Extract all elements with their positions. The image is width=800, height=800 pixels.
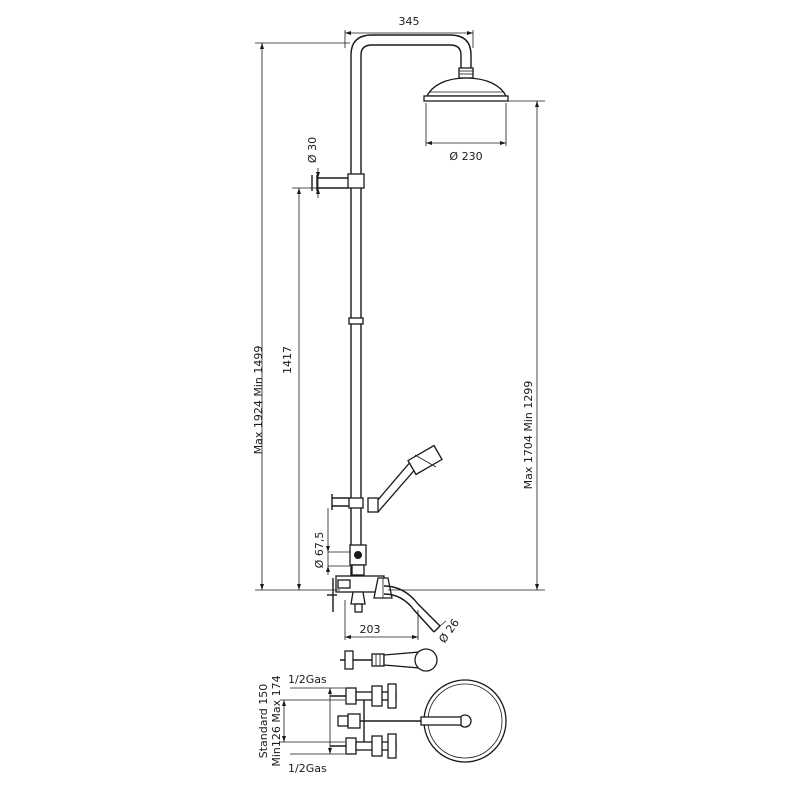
dim-arm-diameter: Ø 30 <box>306 137 319 163</box>
plan-gas-bottom-label: 1/2Gas <box>288 762 327 775</box>
plan-centers-range: Min126 Max 174 <box>270 675 283 766</box>
dim-head-height: Max 1704 Min 1299 <box>522 381 535 490</box>
plan-mixer <box>330 683 425 759</box>
hand-shower <box>367 444 443 513</box>
dim-spout-length: 203 <box>360 623 381 636</box>
dim-showerhead-diameter: Ø 230 <box>449 150 482 163</box>
dim-mixer-diameter: Ø 67,5 <box>313 532 326 569</box>
shower-column <box>311 34 474 585</box>
plan-gas-top-label: 1/2Gas <box>288 673 327 686</box>
dim-total-height: Max 1924 Min 1499 <box>252 346 265 455</box>
dim-spout-diameter: Ø 26 <box>436 617 462 646</box>
dimension-arrows <box>260 31 539 639</box>
plan-showerhead <box>420 679 507 763</box>
plan-hand-shower <box>340 648 438 672</box>
dim-rail-height: 1417 <box>281 346 294 374</box>
plan-centers-standard: Standard 150 <box>257 684 270 759</box>
thermostatic-mixer <box>327 544 441 633</box>
plan-dimension-lines <box>280 687 345 755</box>
showerhead <box>423 77 509 102</box>
dim-top-width: 345 <box>399 15 420 28</box>
dimension-lines <box>255 30 545 640</box>
